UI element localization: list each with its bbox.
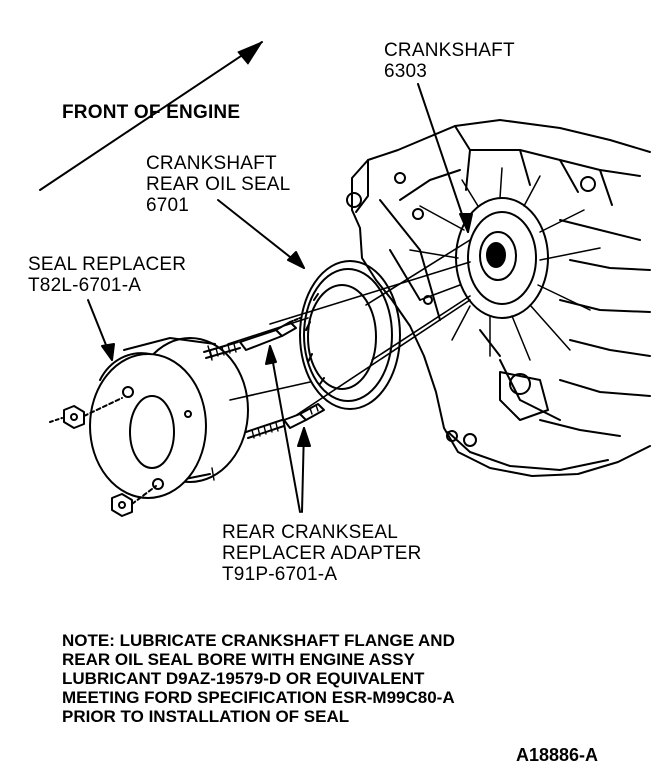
- front-of-engine-arrow: [39, 41, 263, 191]
- crankshaft-part-number: 6303: [384, 61, 428, 82]
- engine-block: [346, 119, 651, 477]
- front-of-engine-label: FRONT OF ENGINE: [62, 102, 241, 123]
- crankshaft-label: CRANKSHAFT 6303: [384, 40, 515, 82]
- note-line: LUBRICANT D9AZ-19579-D OR EQUIVALENT: [62, 669, 425, 688]
- crankshaft-name: CRANKSHAFT: [384, 40, 515, 61]
- adapter-line1: REAR CRANKSEAL: [222, 522, 398, 543]
- rear-oil-seal: [299, 260, 401, 410]
- seal-replacer-label: SEAL REPLACER T82L-6701-A: [28, 254, 186, 296]
- rear-oil-seal-line2: REAR OIL SEAL: [146, 174, 291, 195]
- figure-id: A18886-A: [516, 745, 599, 765]
- seal-replacer-name: SEAL REPLACER: [28, 254, 187, 275]
- adapter-stud-upper: [203, 317, 301, 359]
- leader-crankshaft: [417, 83, 473, 233]
- note-line: REAR OIL SEAL BORE WITH ENGINE ASSY: [62, 650, 415, 669]
- lubrication-note: NOTE: LUBRICATE CRANKSHAFT FLANGE AND RE…: [62, 631, 455, 726]
- hex-bolt-upper: [49, 397, 123, 429]
- adapter-label: REAR CRANKSEAL REPLACER ADAPTER T91P-670…: [222, 522, 422, 585]
- rear-oil-seal-label: CRANKSHAFT REAR OIL SEAL 6701: [146, 153, 290, 216]
- adapter-part-number: T91P-6701-A: [222, 564, 338, 585]
- note-line: PRIOR TO INSTALLATION OF SEAL: [62, 707, 350, 726]
- adapter-line2: REPLACER ADAPTER: [222, 543, 422, 564]
- note-line: NOTE: LUBRICATE CRANKSHAFT FLANGE AND: [62, 631, 455, 650]
- seal-replacer-part-number: T82L-6701-A: [28, 275, 142, 296]
- rear-oil-seal-part-number: 6701: [146, 195, 190, 216]
- rear-oil-seal-line1: CRANKSHAFT: [146, 153, 277, 174]
- seal-replacer-tool: [89, 337, 249, 499]
- alignment-lines: [227, 239, 471, 419]
- leader-adapter: [265, 345, 311, 513]
- leader-rear-oil-seal: [217, 199, 305, 269]
- adapter-stud-lower: [245, 403, 325, 439]
- hex-bolt-lower: [111, 485, 157, 517]
- note-line: MEETING FORD SPECIFICATION ESR-M99C80-A: [62, 688, 455, 707]
- leader-seal-replacer: [87, 299, 115, 361]
